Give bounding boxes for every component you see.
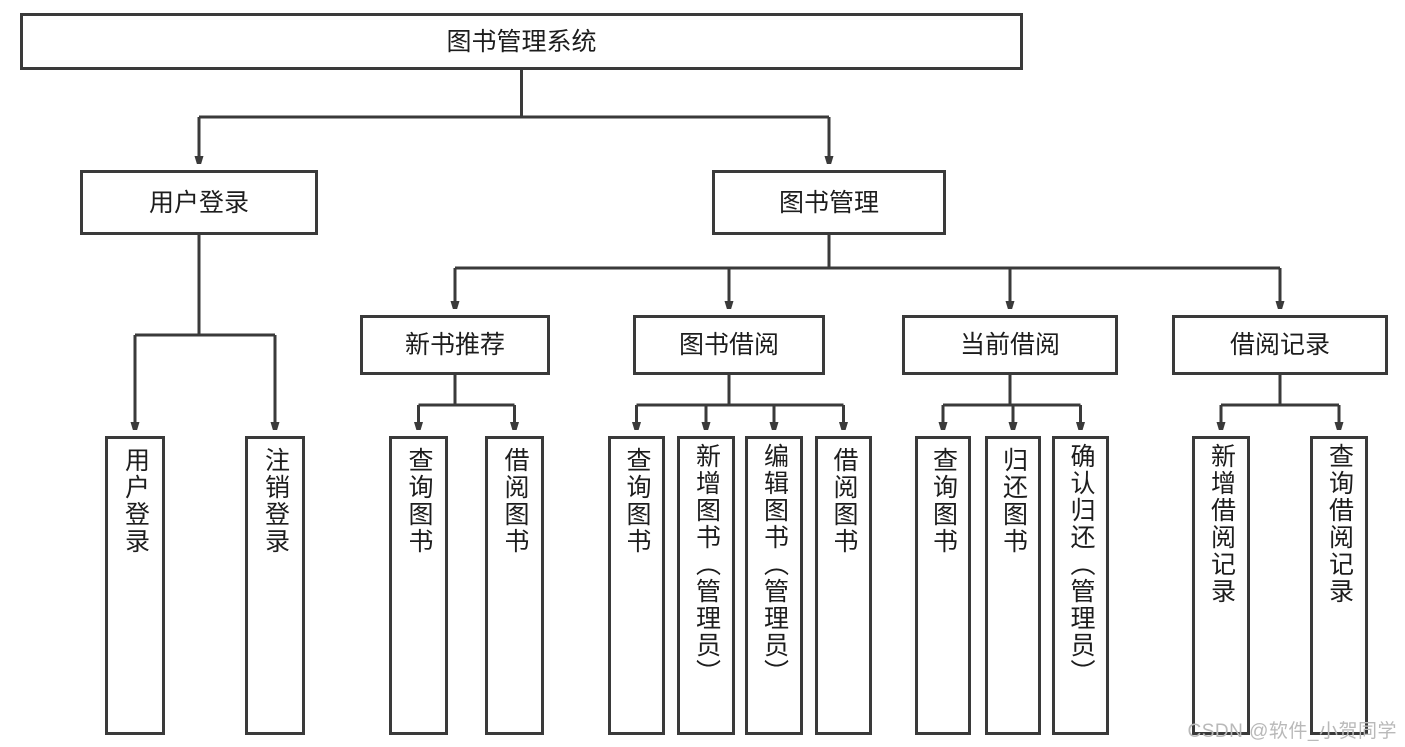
node-label: 借阅图书 bbox=[830, 447, 858, 555]
node-label: 确认归还（管理员） bbox=[1067, 443, 1095, 686]
node-label: 图书管理系统 bbox=[446, 27, 597, 56]
node-newbook[interactable]: 新书推荐 bbox=[360, 315, 550, 375]
watermark: CSDN @软件_小贺同学 bbox=[1187, 721, 1397, 742]
node-leaf-nb-borrow[interactable]: 借阅图书 bbox=[485, 436, 544, 735]
node-leaf-login[interactable]: 用户登录 bbox=[105, 436, 165, 735]
node-label: 查询图书 bbox=[929, 447, 958, 555]
node-leaf-bw-lend[interactable]: 借阅图书 bbox=[815, 436, 872, 735]
node-label: 查询借阅记录 bbox=[1325, 443, 1354, 605]
node-label: 查询图书 bbox=[623, 447, 651, 555]
node-label: 用户登录 bbox=[121, 447, 150, 555]
node-label: 新增借阅记录 bbox=[1207, 443, 1236, 605]
node-leaf-cur-confirm[interactable]: 确认归还（管理员） bbox=[1052, 436, 1109, 735]
node-label: 新书推荐 bbox=[404, 331, 505, 359]
node-login[interactable]: 用户登录 bbox=[80, 170, 318, 235]
node-label: 查询图书 bbox=[405, 447, 433, 555]
node-label: 编辑图书（管理员） bbox=[760, 443, 789, 686]
node-label: 图书管理 bbox=[778, 188, 879, 217]
node-leaf-bw-add[interactable]: 新增图书（管理员） bbox=[677, 436, 735, 735]
node-leaf-rec-query[interactable]: 查询借阅记录 bbox=[1310, 436, 1368, 735]
node-label: 借阅图书 bbox=[501, 447, 529, 555]
node-label: 注销登录 bbox=[261, 447, 290, 555]
node-leaf-bw-edit[interactable]: 编辑图书（管理员） bbox=[745, 436, 803, 735]
node-current[interactable]: 当前借阅 bbox=[902, 315, 1118, 375]
node-leaf-bw-query[interactable]: 查询图书 bbox=[608, 436, 665, 735]
node-label: 图书借阅 bbox=[678, 331, 779, 359]
node-label: 归还图书 bbox=[999, 447, 1028, 555]
node-leaf-rec-add[interactable]: 新增借阅记录 bbox=[1192, 436, 1250, 735]
node-label: 借阅记录 bbox=[1229, 331, 1330, 359]
node-leaf-cur-return[interactable]: 归还图书 bbox=[985, 436, 1041, 735]
node-root[interactable]: 图书管理系统 bbox=[20, 13, 1023, 70]
node-leaf-nb-query[interactable]: 查询图书 bbox=[389, 436, 448, 735]
node-bookmgmt[interactable]: 图书管理 bbox=[712, 170, 946, 235]
node-leaf-cur-query[interactable]: 查询图书 bbox=[915, 436, 971, 735]
node-records[interactable]: 借阅记录 bbox=[1172, 315, 1388, 375]
node-leaf-logout[interactable]: 注销登录 bbox=[245, 436, 305, 735]
node-label: 用户登录 bbox=[148, 188, 249, 217]
node-borrow[interactable]: 图书借阅 bbox=[633, 315, 825, 375]
node-label: 新增图书（管理员） bbox=[692, 443, 721, 686]
node-label: 当前借阅 bbox=[959, 331, 1060, 359]
